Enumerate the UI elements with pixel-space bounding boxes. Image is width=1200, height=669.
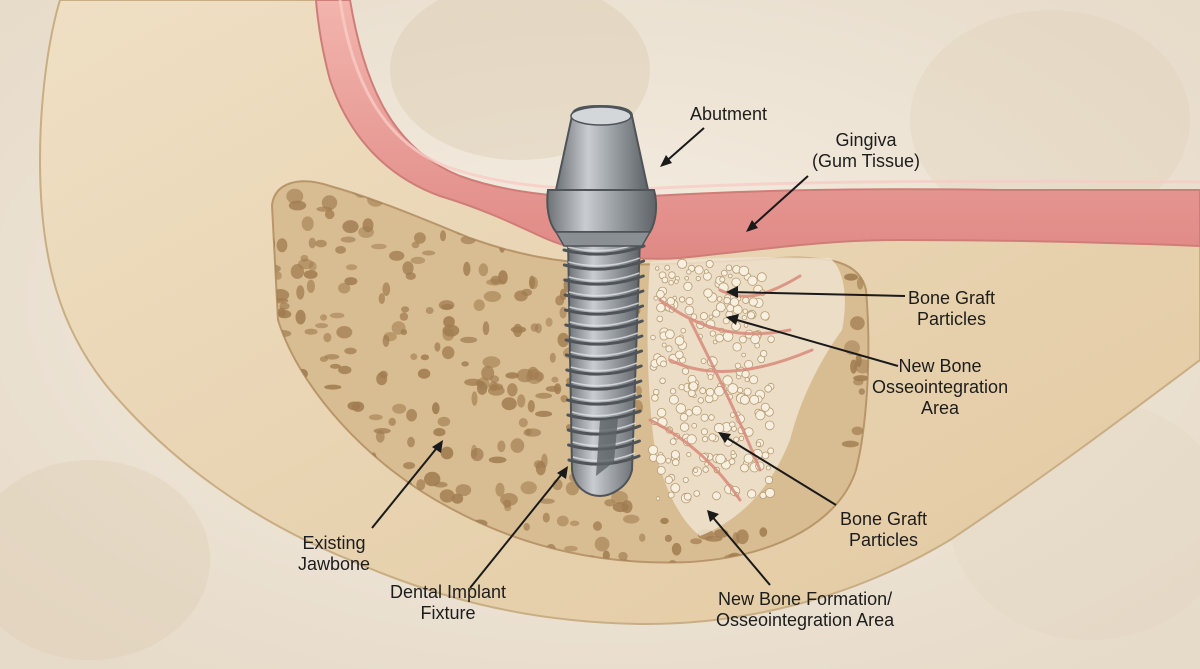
arrowhead-new-bone-upper — [726, 314, 739, 325]
leader-dental-implant — [469, 469, 566, 589]
leader-arrowheads — [432, 155, 758, 522]
label-existing-jawbone: Existing Jawbone — [298, 533, 371, 574]
leader-abutment — [661, 127, 705, 166]
leader-new-bone-lower — [709, 513, 771, 586]
arrowhead-existing-jawbone — [432, 440, 443, 453]
dental-implant-fixture — [562, 237, 646, 498]
leader-new-bone-upper — [729, 317, 899, 367]
gingiva-tissue — [314, 0, 1200, 260]
arrowhead-dental-implant — [557, 466, 568, 479]
leader-bone-graft-lower — [721, 434, 837, 506]
abutment-part — [546, 104, 658, 247]
label-gingiva: Gingiva (Gum Tissue) — [812, 130, 921, 171]
arrowhead-abutment — [660, 155, 672, 167]
arrowhead-gingiva — [746, 220, 758, 232]
implant-threads — [562, 242, 646, 466]
arrowhead-new-bone-lower — [707, 510, 719, 522]
leader-bone-graft-upper — [729, 291, 906, 297]
arrowhead-bone-graft-upper — [726, 286, 738, 298]
label-new-bone-upper: New Bone Osseointegration Area — [872, 356, 1009, 418]
leader-lines — [371, 127, 906, 589]
label-new-bone-lower: New Bone Formation/ Osseointegration Are… — [716, 589, 895, 630]
leader-gingiva — [747, 175, 809, 231]
label-bone-graft-lower: Bone Graft Particles — [840, 509, 928, 550]
arrowhead-bone-graft-lower — [718, 432, 731, 443]
label-dental-implant: Dental Implant Fixture — [390, 582, 507, 623]
leader-existing-jawbone — [371, 443, 441, 529]
label-bone-graft-upper: Bone Graft Particles — [908, 288, 996, 329]
label-abutment: Abutment — [690, 104, 768, 124]
